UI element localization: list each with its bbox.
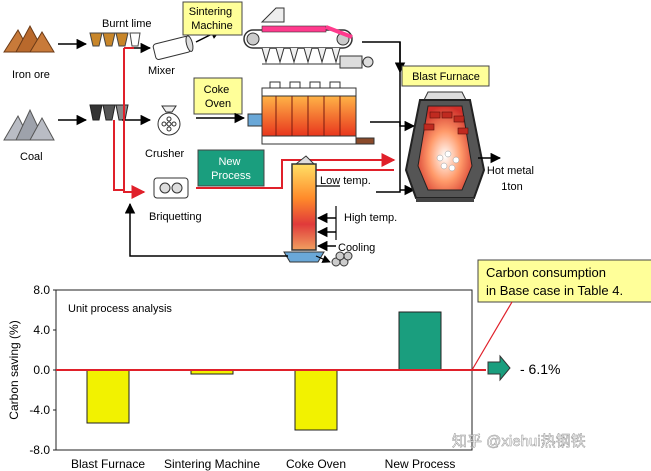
iron-ore-pile-icon bbox=[3, 24, 55, 53]
blast-furnace-label: Blast Furnace bbox=[412, 71, 480, 83]
result-value: - 6.1% bbox=[520, 361, 560, 377]
x-tick-label: Sintering Machine bbox=[164, 457, 260, 471]
sinter-bins-icon bbox=[89, 32, 141, 47]
arrow-coke-to-furnace bbox=[370, 120, 416, 132]
callout-line-2: in Base case in Table 4. bbox=[486, 283, 623, 298]
briquetting-label: Briquetting bbox=[149, 211, 202, 223]
iron-ore-label: Iron ore bbox=[12, 69, 50, 81]
briquettes-icon bbox=[331, 251, 353, 267]
new-process-label: New Process bbox=[211, 156, 251, 182]
hot-metal-label: Hot metal 1ton bbox=[487, 165, 537, 193]
coal-pile-icon bbox=[3, 108, 55, 141]
y-tick-group: 8.0 4.0 0.0 -4.0 -8.0 bbox=[29, 283, 56, 457]
burnt-lime-label: Burnt lime bbox=[102, 18, 152, 30]
crusher-icon bbox=[157, 105, 181, 136]
new-process-red-route bbox=[113, 47, 396, 199]
carbon-saving-chart: Unit process analysis Carbon saving (%) … bbox=[7, 283, 486, 471]
mixer-label: Mixer bbox=[148, 65, 175, 77]
y-tick-label: 4.0 bbox=[33, 323, 50, 337]
coke-oven-label: Coke Oven bbox=[204, 84, 233, 110]
x-tick-label: New Process bbox=[385, 457, 456, 471]
coke-oven-box bbox=[193, 77, 243, 115]
bar-coke-oven bbox=[294, 369, 338, 431]
blast-furnace-box bbox=[401, 65, 490, 87]
watermark-text: 知乎 @xiehui热钢铁 bbox=[452, 433, 586, 450]
coal-label: Coal bbox=[20, 151, 43, 163]
sintering-machine-box bbox=[182, 1, 243, 36]
coal-bins-icon bbox=[89, 104, 129, 121]
y-tick-label: -8.0 bbox=[29, 443, 50, 457]
shaft-furnace-icon bbox=[283, 155, 325, 263]
crusher-label: Crusher bbox=[145, 148, 184, 160]
callout-line-1: Carbon consumption bbox=[486, 265, 606, 280]
bar-blast-furnace bbox=[86, 369, 130, 424]
new-process-box bbox=[197, 149, 265, 187]
collector-line bbox=[376, 42, 401, 193]
callout-box bbox=[477, 259, 651, 303]
recycle-return-line bbox=[124, 202, 288, 257]
y-tick-label: 8.0 bbox=[33, 283, 50, 297]
result-arrow-icon bbox=[487, 354, 511, 382]
x-tick-label: Coke Oven bbox=[286, 457, 346, 471]
x-tick-label: Blast Furnace bbox=[71, 457, 145, 471]
blast-furnace-icon bbox=[404, 91, 486, 202]
x-tick-group: Blast Furnace Sintering Machine Coke Oven N… bbox=[71, 457, 455, 471]
sintering-strand-icon bbox=[243, 7, 374, 69]
callout-pointer-line bbox=[471, 301, 513, 371]
high-temp-label: High temp. bbox=[344, 212, 397, 224]
y-tick-label: -4.0 bbox=[29, 403, 50, 417]
chart-title: Unit process analysis bbox=[68, 303, 172, 315]
callout-text: Carbon consumption in Base case in Table… bbox=[486, 265, 623, 298]
briquetting-icon bbox=[153, 177, 189, 199]
coke-oven-icon bbox=[247, 81, 375, 145]
y-tick-label: 0.0 bbox=[33, 363, 50, 377]
sintering-machine-label: Sintering Machine bbox=[189, 6, 235, 32]
low-temp-label: Low temp. bbox=[320, 175, 371, 187]
bar-group bbox=[86, 311, 442, 431]
cooling-label: Cooling bbox=[338, 242, 375, 254]
y-axis-label: Carbon saving (%) bbox=[7, 320, 21, 419]
arrow-shaft-to-product bbox=[315, 255, 331, 263]
bar-new-process bbox=[398, 311, 442, 371]
mixer-drum-icon bbox=[152, 35, 194, 60]
